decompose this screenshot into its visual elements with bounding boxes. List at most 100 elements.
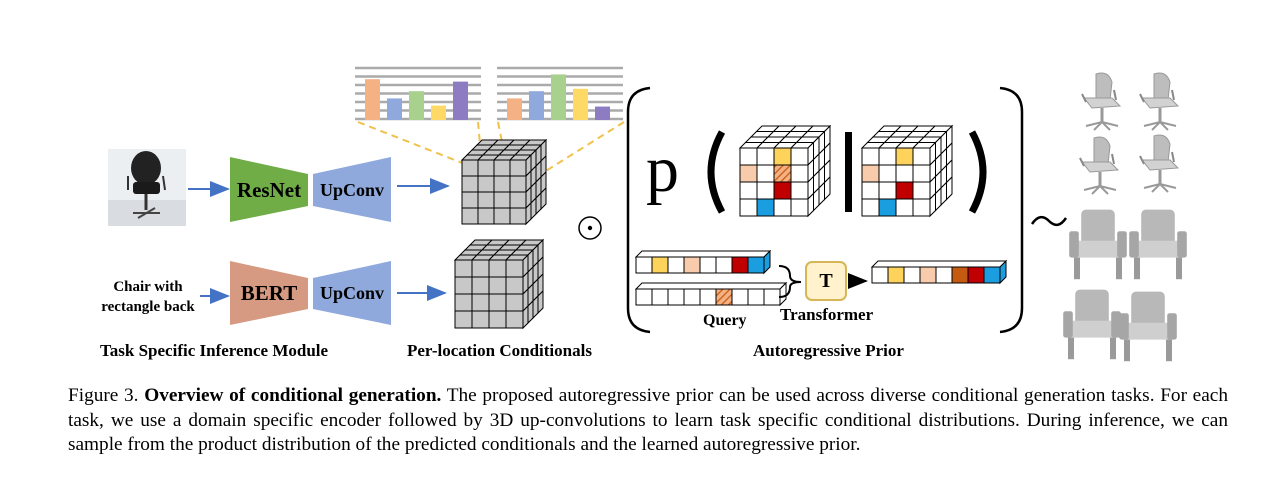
cube-front-cell bbox=[739, 164, 758, 183]
cube-front-cell bbox=[878, 164, 897, 183]
cube-front-cell bbox=[756, 164, 775, 183]
voxel-cubes bbox=[453, 124, 954, 330]
text-input-label: Chair with rectangle back bbox=[101, 279, 195, 315]
section-prior-label: Autoregressive Prior bbox=[753, 341, 904, 360]
cube-side-cell bbox=[946, 175, 953, 201]
seq-cell bbox=[699, 288, 717, 306]
cube-front-cell bbox=[454, 276, 473, 295]
cube-front-cell bbox=[461, 175, 479, 193]
upconv-block-top bbox=[313, 157, 391, 222]
seq-cell bbox=[763, 288, 781, 306]
cube-front-cell bbox=[461, 191, 479, 209]
seq-cell bbox=[651, 256, 669, 274]
transformer-letter: T bbox=[819, 269, 833, 292]
sampled-chairs bbox=[1063, 72, 1187, 362]
cube-front-cell bbox=[790, 181, 809, 200]
cube-front-cell bbox=[756, 147, 775, 166]
cube-front-cell bbox=[912, 198, 931, 217]
caption-prefix: Figure 3. bbox=[68, 385, 145, 406]
seq-cell bbox=[967, 266, 985, 284]
cube-front-cell bbox=[505, 276, 524, 295]
cube-front-cell bbox=[895, 181, 914, 200]
cube-front-cell bbox=[493, 191, 511, 209]
hist-bar bbox=[573, 88, 588, 120]
cube-front-cell bbox=[878, 147, 897, 166]
transformer-block bbox=[805, 261, 847, 301]
left-paren-icon bbox=[626, 86, 651, 334]
seq-top-face bbox=[870, 260, 1008, 268]
cube-front-cell bbox=[790, 147, 809, 166]
sampled-office-chair bbox=[1081, 72, 1122, 131]
cube-front-cell bbox=[861, 198, 880, 217]
figure-graphics bbox=[108, 66, 1187, 362]
seq-cell bbox=[635, 288, 653, 306]
conditional-cube-top bbox=[460, 138, 548, 226]
cube-front-cell bbox=[471, 310, 490, 329]
cube-front-cell bbox=[477, 159, 495, 177]
cube-front-cell bbox=[773, 198, 792, 217]
cube-front-cell bbox=[861, 181, 880, 200]
cube-front-cell bbox=[505, 259, 524, 278]
sampled-office-chair bbox=[1079, 136, 1120, 195]
sampled-armchair bbox=[1063, 289, 1121, 360]
sampled-office-chair bbox=[1139, 72, 1180, 131]
cube-front-cell bbox=[477, 175, 495, 193]
hist-bar bbox=[431, 105, 446, 120]
cube-front-cell bbox=[488, 276, 507, 295]
transformer-label: Transformer bbox=[780, 305, 874, 324]
cube-front-cell bbox=[756, 198, 775, 217]
cube-front-cell bbox=[461, 159, 479, 177]
cube-front-cell bbox=[895, 164, 914, 183]
hist-bar bbox=[365, 79, 380, 120]
cube-front-cell bbox=[773, 147, 792, 166]
hist-bar bbox=[595, 106, 610, 120]
cube-front-cell bbox=[488, 310, 507, 329]
chair-photo bbox=[108, 149, 186, 226]
seq-cell bbox=[951, 266, 969, 284]
cube-side-cell bbox=[540, 186, 547, 211]
cube-front-cell bbox=[505, 310, 524, 329]
cube-side-cell bbox=[537, 289, 544, 315]
brace-to-transformer bbox=[778, 265, 802, 298]
cube-front-cell bbox=[773, 181, 792, 200]
cube-front-cell bbox=[509, 175, 527, 193]
hist-bar bbox=[551, 74, 566, 120]
caption-text: The proposed autoregressive prior can be… bbox=[68, 385, 1228, 455]
cube-front-cell bbox=[878, 181, 897, 200]
cube-front-cell bbox=[493, 207, 511, 225]
sampled-armchair bbox=[1069, 209, 1127, 280]
cube-front-cell bbox=[861, 147, 880, 166]
query-label: Query bbox=[703, 312, 747, 329]
seq-cell bbox=[683, 288, 701, 306]
section-conditionals-label: Per-location Conditionals bbox=[407, 341, 592, 360]
cube-front-cell bbox=[488, 293, 507, 312]
seq-cell bbox=[651, 288, 669, 306]
seq-side-face bbox=[763, 249, 771, 275]
cube-front-cell bbox=[471, 259, 490, 278]
context-sequence bbox=[634, 249, 772, 275]
cube-front-cell bbox=[477, 191, 495, 209]
cube-front-cell bbox=[454, 293, 473, 312]
cube-front-cell bbox=[756, 181, 775, 200]
sampled-armchair bbox=[1119, 291, 1177, 362]
cube-front-cell bbox=[471, 293, 490, 312]
cube-front-cell bbox=[454, 259, 473, 278]
cube-front-cell bbox=[505, 293, 524, 312]
histogram-bars bbox=[365, 74, 610, 120]
hist-bar bbox=[529, 91, 544, 120]
overview-figure: ResNet UpConv BERT UpConv Chair with rec… bbox=[100, 66, 1187, 362]
cube-front-cell bbox=[739, 147, 758, 166]
prior-cube-query bbox=[738, 124, 832, 218]
cube-front-cell bbox=[895, 198, 914, 217]
prob-right-paren-icon bbox=[968, 130, 987, 214]
cube-front-cell bbox=[912, 181, 931, 200]
bert-block bbox=[230, 261, 308, 325]
seq-cell bbox=[635, 256, 653, 274]
hist-bar bbox=[409, 91, 424, 120]
cube-front-cell bbox=[861, 164, 880, 183]
token-sequences bbox=[634, 249, 1008, 307]
seq-cell bbox=[683, 256, 701, 274]
section-task-label: Task Specific Inference Module bbox=[100, 341, 329, 360]
prob-p-label: p bbox=[646, 133, 679, 206]
cube-front-cell bbox=[790, 198, 809, 217]
